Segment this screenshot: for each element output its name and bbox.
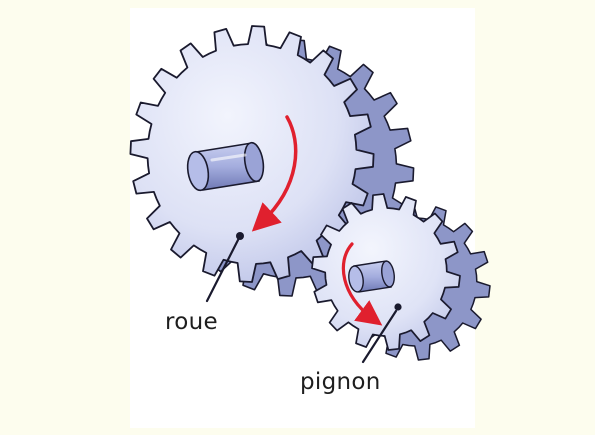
pignon-marker-dot: [394, 303, 401, 310]
label-pignon: pignon: [300, 371, 381, 394]
label-roue: roue: [165, 311, 218, 334]
roue-marker-dot: [236, 232, 244, 240]
